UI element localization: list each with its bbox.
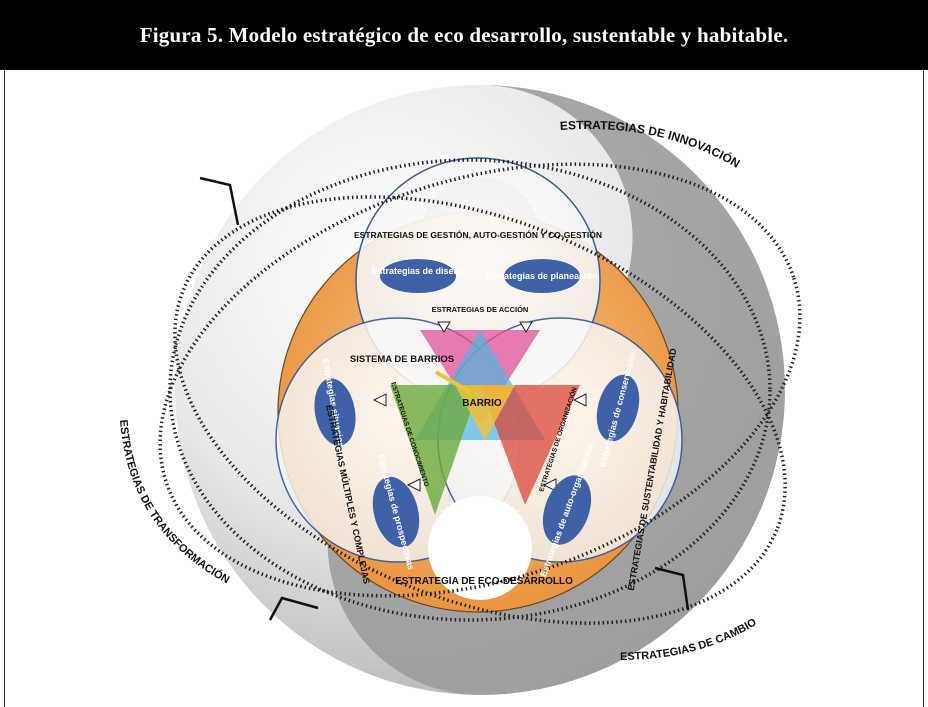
accion-label: ESTRATEGIAS DE ACCIÓN [432, 305, 529, 314]
pill-diseno: Estrategias de diseño [371, 259, 465, 293]
sistema-arrow [434, 370, 472, 394]
pill-diseno-text: Estrategias de diseño [371, 266, 465, 276]
arrow-right-top [519, 321, 533, 333]
figure-frame [4, 70, 924, 707]
bottom-white-dot [428, 496, 532, 600]
eco-label: ESTRATEGIA DE ECO-DESARROLLO [395, 576, 573, 587]
figure-title-banner: Figura 5. Modelo estratégico de eco desa… [0, 0, 928, 70]
arrow-left-low [406, 478, 421, 492]
figure-title: Figura 5. Modelo estratégico de eco desa… [139, 22, 789, 47]
pill-planeacion: Estrategias de planeación [486, 259, 598, 293]
triangle-yellow [455, 385, 515, 440]
barrio-label: BARRIO [462, 398, 502, 409]
arrow-right-mid [572, 393, 587, 407]
top-circle-label: ESTRATEGIAS DE GESTIÓN, AUTO-GESTIÓN Y C… [354, 229, 602, 240]
orbit-tick-marks [199, 176, 690, 621]
triangle-green [390, 385, 480, 515]
pill-planeacion-text: Estrategias de planeación [486, 271, 597, 281]
sistema-label: SISTEMA DE BARRIOS [350, 354, 454, 365]
arrow-left-mid [372, 393, 387, 407]
triangle-red [480, 385, 580, 505]
arrow-right-low [542, 478, 557, 492]
arrow-left-top [437, 321, 451, 333]
